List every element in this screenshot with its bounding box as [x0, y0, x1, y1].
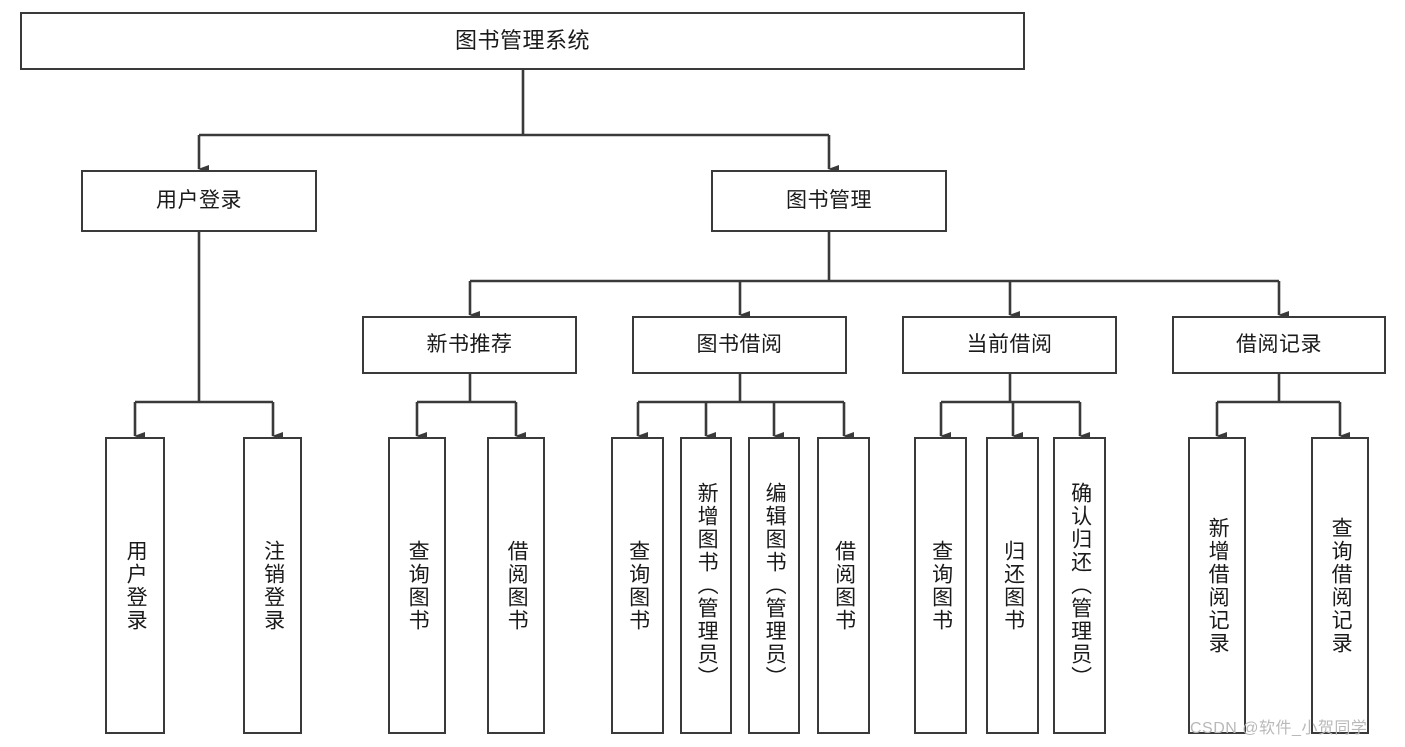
node-label-root: 图书管理系统: [454, 28, 590, 54]
node-leaf-add-borrow-record[interactable]: 新增借阅记录: [1188, 437, 1246, 734]
node-label-user-login: 用户登录: [156, 188, 242, 212]
node-label-leaf-borrow-book: 借阅图书: [832, 539, 856, 632]
node-leaf-user-login[interactable]: 用户登录: [105, 437, 165, 734]
node-leaf-borrow-book[interactable]: 借阅图书: [817, 437, 870, 734]
node-leaf-borrow-book-recommend[interactable]: 借阅图书: [487, 437, 545, 734]
node-label-new-book-recommend: 新书推荐: [426, 332, 513, 356]
node-label-leaf-edit-book: 编辑图书（管理员）: [763, 482, 787, 689]
node-leaf-confirm-return[interactable]: 确认归还（管理员）: [1053, 437, 1106, 734]
node-borrow-record[interactable]: 借阅记录: [1172, 316, 1386, 374]
node-label-leaf-confirm-return: 确认归还（管理员）: [1068, 482, 1092, 689]
node-new-book-recommend[interactable]: 新书推荐: [362, 316, 577, 374]
node-label-leaf-query-book-recommend: 查询图书: [406, 539, 430, 632]
node-label-leaf-user-login: 用户登录: [124, 539, 148, 632]
node-label-leaf-return-book: 归还图书: [1001, 539, 1025, 632]
node-label-leaf-add-book: 新增图书（管理员）: [695, 482, 719, 689]
node-leaf-query-borrow-record[interactable]: 查询借阅记录: [1311, 437, 1369, 734]
node-label-leaf-add-borrow-record: 新增借阅记录: [1206, 516, 1230, 655]
node-label-book-borrow: 图书借阅: [696, 332, 783, 356]
node-leaf-logout[interactable]: 注销登录: [243, 437, 302, 734]
node-label-leaf-logout: 注销登录: [261, 539, 285, 632]
node-leaf-add-book[interactable]: 新增图书（管理员）: [680, 437, 732, 734]
csdn-watermark: CSDN @软件_小贺同学: [1190, 720, 1368, 737]
node-user-login[interactable]: 用户登录: [81, 170, 317, 232]
node-label-leaf-borrow-book-recommend: 借阅图书: [505, 539, 529, 632]
node-book-borrow[interactable]: 图书借阅: [632, 316, 847, 374]
node-leaf-edit-book[interactable]: 编辑图书（管理员）: [748, 437, 800, 734]
node-current-borrow[interactable]: 当前借阅: [902, 316, 1117, 374]
node-leaf-return-book[interactable]: 归还图书: [986, 437, 1039, 734]
node-leaf-query-book-borrow[interactable]: 查询图书: [611, 437, 664, 734]
node-label-current-borrow: 当前借阅: [966, 332, 1053, 356]
node-book-management[interactable]: 图书管理: [711, 170, 947, 232]
node-label-leaf-query-book-current: 查询图书: [929, 539, 953, 632]
node-label-borrow-record: 借阅记录: [1236, 332, 1322, 356]
node-leaf-query-book-current[interactable]: 查询图书: [914, 437, 967, 734]
node-root[interactable]: 图书管理系统: [20, 12, 1025, 70]
node-label-leaf-query-book-borrow: 查询图书: [626, 539, 650, 632]
node-label-book-management: 图书管理: [786, 188, 872, 212]
node-label-leaf-query-borrow-record: 查询借阅记录: [1329, 516, 1353, 655]
node-leaf-query-book-recommend[interactable]: 查询图书: [388, 437, 446, 734]
